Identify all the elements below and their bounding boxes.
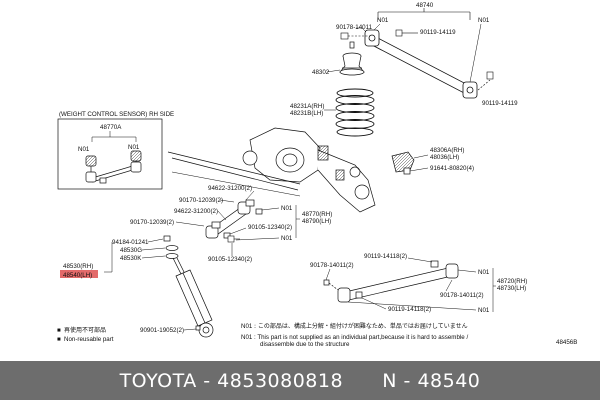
label-90901: 90901-19052(2) [140,327,184,334]
nut-90119-right [477,71,494,91]
lateral-control-rod [364,29,478,99]
sensor-box-title: (WEIGHT CONTROL SENSOR) RH SIDE [59,111,174,118]
label-91641: 91641-80820(4) [430,165,474,172]
label-48770: 48770(RH) [302,211,332,218]
axle-housing [242,127,376,213]
bolt-90178-top [340,32,370,40]
bolt-90119-top [395,29,418,37]
label-n01-sensor-l: N01 [78,146,90,153]
label-48231b: 48231B(LH) [290,110,323,117]
legend-symbol: ■ [57,327,61,334]
weight-sensor-box: (WEIGHT CONTROL SENSOR) RH SIDE 48770A N… [57,111,174,190]
label-n01-low-a: N01 [478,269,490,276]
label-90119-14119-top: 90119-14119 [420,29,456,36]
label-n01-low-b: N01 [478,307,490,314]
label-90119-14118-b: 90119-14118(2) [388,306,431,313]
shock-absorber-48530 [163,235,214,338]
lower-control-arm-48720 [323,260,459,303]
legend-symbol-en: ■ [57,336,61,343]
label-94622-b: 94622-31200(2) [174,208,218,215]
label-48790: 48790(LH) [302,218,331,225]
callout-bracket-shock [104,242,113,273]
legend-jp: 再使用不可部品 [64,326,106,334]
note-n01: N01 : この部品は、構成上分解・組付けが困難なため、単品ではお届けしていませ… [241,322,468,348]
part-number-text: TOYOTA - 4853080818 N - 48540 [119,369,481,392]
note-en-line1: : This part is not supplied as an indivi… [254,334,468,341]
note-jp: : この部品は、構成上分解・組付けが困難なため、単品ではお届けしていません [254,322,468,330]
label-90178-14011-mid: 90178-14011(2) [310,262,354,269]
label-n01-tr: N01 [478,17,490,24]
label-48720: 48720(RH) [497,278,527,285]
highlight-48540 [60,270,98,278]
coil-spring-48231 [335,88,375,137]
label-48530: 48530(RH) [63,263,93,270]
label-90170-b: 90170-12039(2) [130,219,174,226]
propeller-shaft [167,151,301,197]
label-48530k: 48530K [120,255,142,262]
label-48770a: 48770A [100,124,122,131]
note-code-en: N01 [241,334,253,341]
label-48730: 48730(LH) [497,285,526,292]
label-48231a: 48231A(RH) [290,103,324,110]
label-n01-mid-a: N01 [281,205,293,212]
label-48302: 48302 [312,69,330,76]
figure-id: 48456B [556,339,577,346]
label-94184: 94184-01241 [112,239,149,246]
label-48740: 48740 [416,2,434,9]
label-48530g: 48530G [120,247,142,254]
label-90119-14118-a: 90119-14118(2) [364,253,407,260]
part-number-banner: TOYOTA - 4853080818 N - 48540 [0,361,600,400]
note-en-line2: disassemble due to the structure [260,341,350,348]
sensor-link-rod [85,150,142,184]
label-90105-b: 90105-12340(2) [208,256,252,263]
bracket-48740 [377,8,471,20]
label-48540-highlighted: 48540(LH) [63,272,92,279]
label-90119-14119-mid: 90119-14119 [482,100,518,107]
bolt-90105-b [227,235,240,243]
label-n01-mid-b: N01 [281,235,293,242]
bump-stopper-48302 [339,41,365,76]
label-94622-a: 94622-31200(2) [208,185,252,192]
label-90170-a: 90170-12039(2) [179,197,223,204]
label-48306a: 48306A(RH) [430,147,464,154]
label-90178-14011-low: 90178-14011(2) [440,292,484,299]
label-n01-tl: N01 [377,17,389,24]
note-code: N01 [241,323,253,330]
parts-diagram: 48740 90178-14011 N01 N01 90119-14119 90… [57,2,577,348]
legend-en: Non-reusable part [64,336,114,343]
label-n01-sensor-r: N01 [128,144,140,151]
legend: ■ 再使用不可部品 ■ Non-reusable part [57,326,114,343]
label-90178-14011-top: 90178-14011 [336,24,373,31]
label-48036: 48036(LH) [430,154,459,161]
label-90105-a: 90105-12340(2) [248,224,292,231]
upper-control-arm-48770 [205,199,263,239]
